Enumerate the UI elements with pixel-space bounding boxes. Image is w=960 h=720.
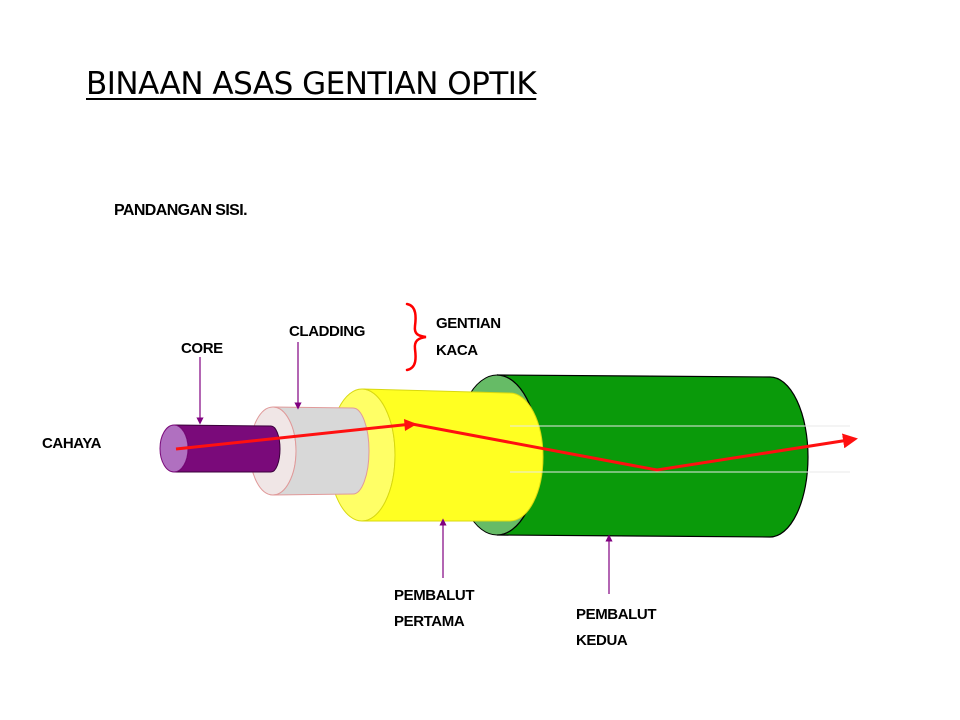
slide-subtitle: PANDANGAN SISI. [114,202,248,219]
cladding-body [272,406,370,496]
gentian-label-line1: GENTIAN [436,315,501,332]
light-ray-midpoint-arrow-icon [404,419,417,431]
slide-title: BINAAN ASAS GENTIAN OPTIK [86,66,537,102]
cahaya-label: CAHAYA [42,435,102,452]
pembalut-pertama-label-line2: PERTAMA [394,613,465,630]
gentian-label-line2: KACA [436,342,478,359]
cladding-label: CLADDING [289,323,365,340]
gentian-kaca-brace-icon [405,302,427,372]
layer-core [159,424,281,473]
guide-lines [510,425,850,473]
pembalut-kedua-body [496,374,809,538]
light-ray [175,422,858,472]
core-label: CORE [181,340,223,357]
pembalut-kedua-label-line2: KEDUA [576,632,628,649]
pembalut-kedua-label-line1: PEMBALUT [576,606,656,623]
pembalut-pertama-label-line1: PEMBALUT [394,587,474,604]
